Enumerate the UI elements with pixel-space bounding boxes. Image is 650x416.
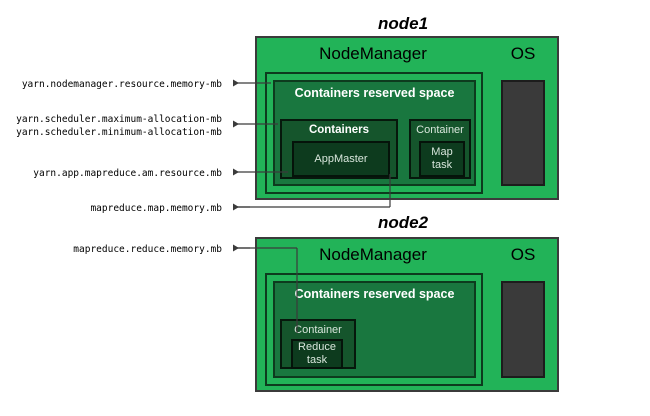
annotation-map-memory-mb: mapreduce.map.memory.mb — [90, 203, 222, 214]
node2-reduce-task-label: Reduce task — [298, 341, 336, 366]
node2-nodemanager-label: NodeManager — [319, 245, 427, 264]
node2-reduce-task-box: Reduce task — [291, 339, 343, 369]
node1-containers-box: Containers AppMaster — [280, 119, 398, 179]
annotation-scheduler-maximum-allocation-mb: yarn.scheduler.maximum-allocation-mb — [16, 114, 222, 125]
node1-title: node1 — [378, 14, 429, 33]
node1-nodemanager-label: NodeManager — [319, 44, 427, 63]
node1-box: NodeManager OS Containers reserved space… — [255, 36, 559, 200]
node1-appmaster-box: AppMaster — [292, 141, 390, 177]
node2-reserved-space-label: Containers reserved space — [294, 287, 455, 301]
node2-box: NodeManager OS Containers reserved space… — [255, 237, 559, 392]
node1-container-label: Container — [416, 124, 464, 136]
node2-os-slab — [501, 281, 545, 378]
annotation-scheduler-minimum-allocation-mb: yarn.scheduler.minimum-allocation-mb — [16, 127, 222, 138]
node1-os-slab — [501, 80, 545, 186]
node2-title: node2 — [378, 213, 429, 232]
node1-appmaster-label: AppMaster — [314, 152, 368, 165]
node1-map-task-label: Map task — [431, 146, 453, 171]
node1-container-box: Container Map task — [409, 119, 471, 179]
node2-container-box: Container Reduce task — [280, 319, 356, 369]
node1-containers-label: Containers — [308, 124, 370, 136]
node2-os-label: OS — [510, 245, 536, 264]
node1-map-task-box: Map task — [419, 141, 465, 177]
node2-container-label: Container — [294, 324, 342, 336]
annotation-reduce-memory-mb: mapreduce.reduce.memory.mb — [73, 244, 222, 255]
node1-os-label: OS — [510, 44, 536, 63]
node1-reserved-space-label: Containers reserved space — [294, 86, 455, 100]
annotation-am-resource-mb: yarn.app.mapreduce.am.resource.mb — [33, 168, 222, 179]
annotation-nodemanager-resource-memory-mb: yarn.nodemanager.resource.memory-mb — [21, 79, 222, 90]
